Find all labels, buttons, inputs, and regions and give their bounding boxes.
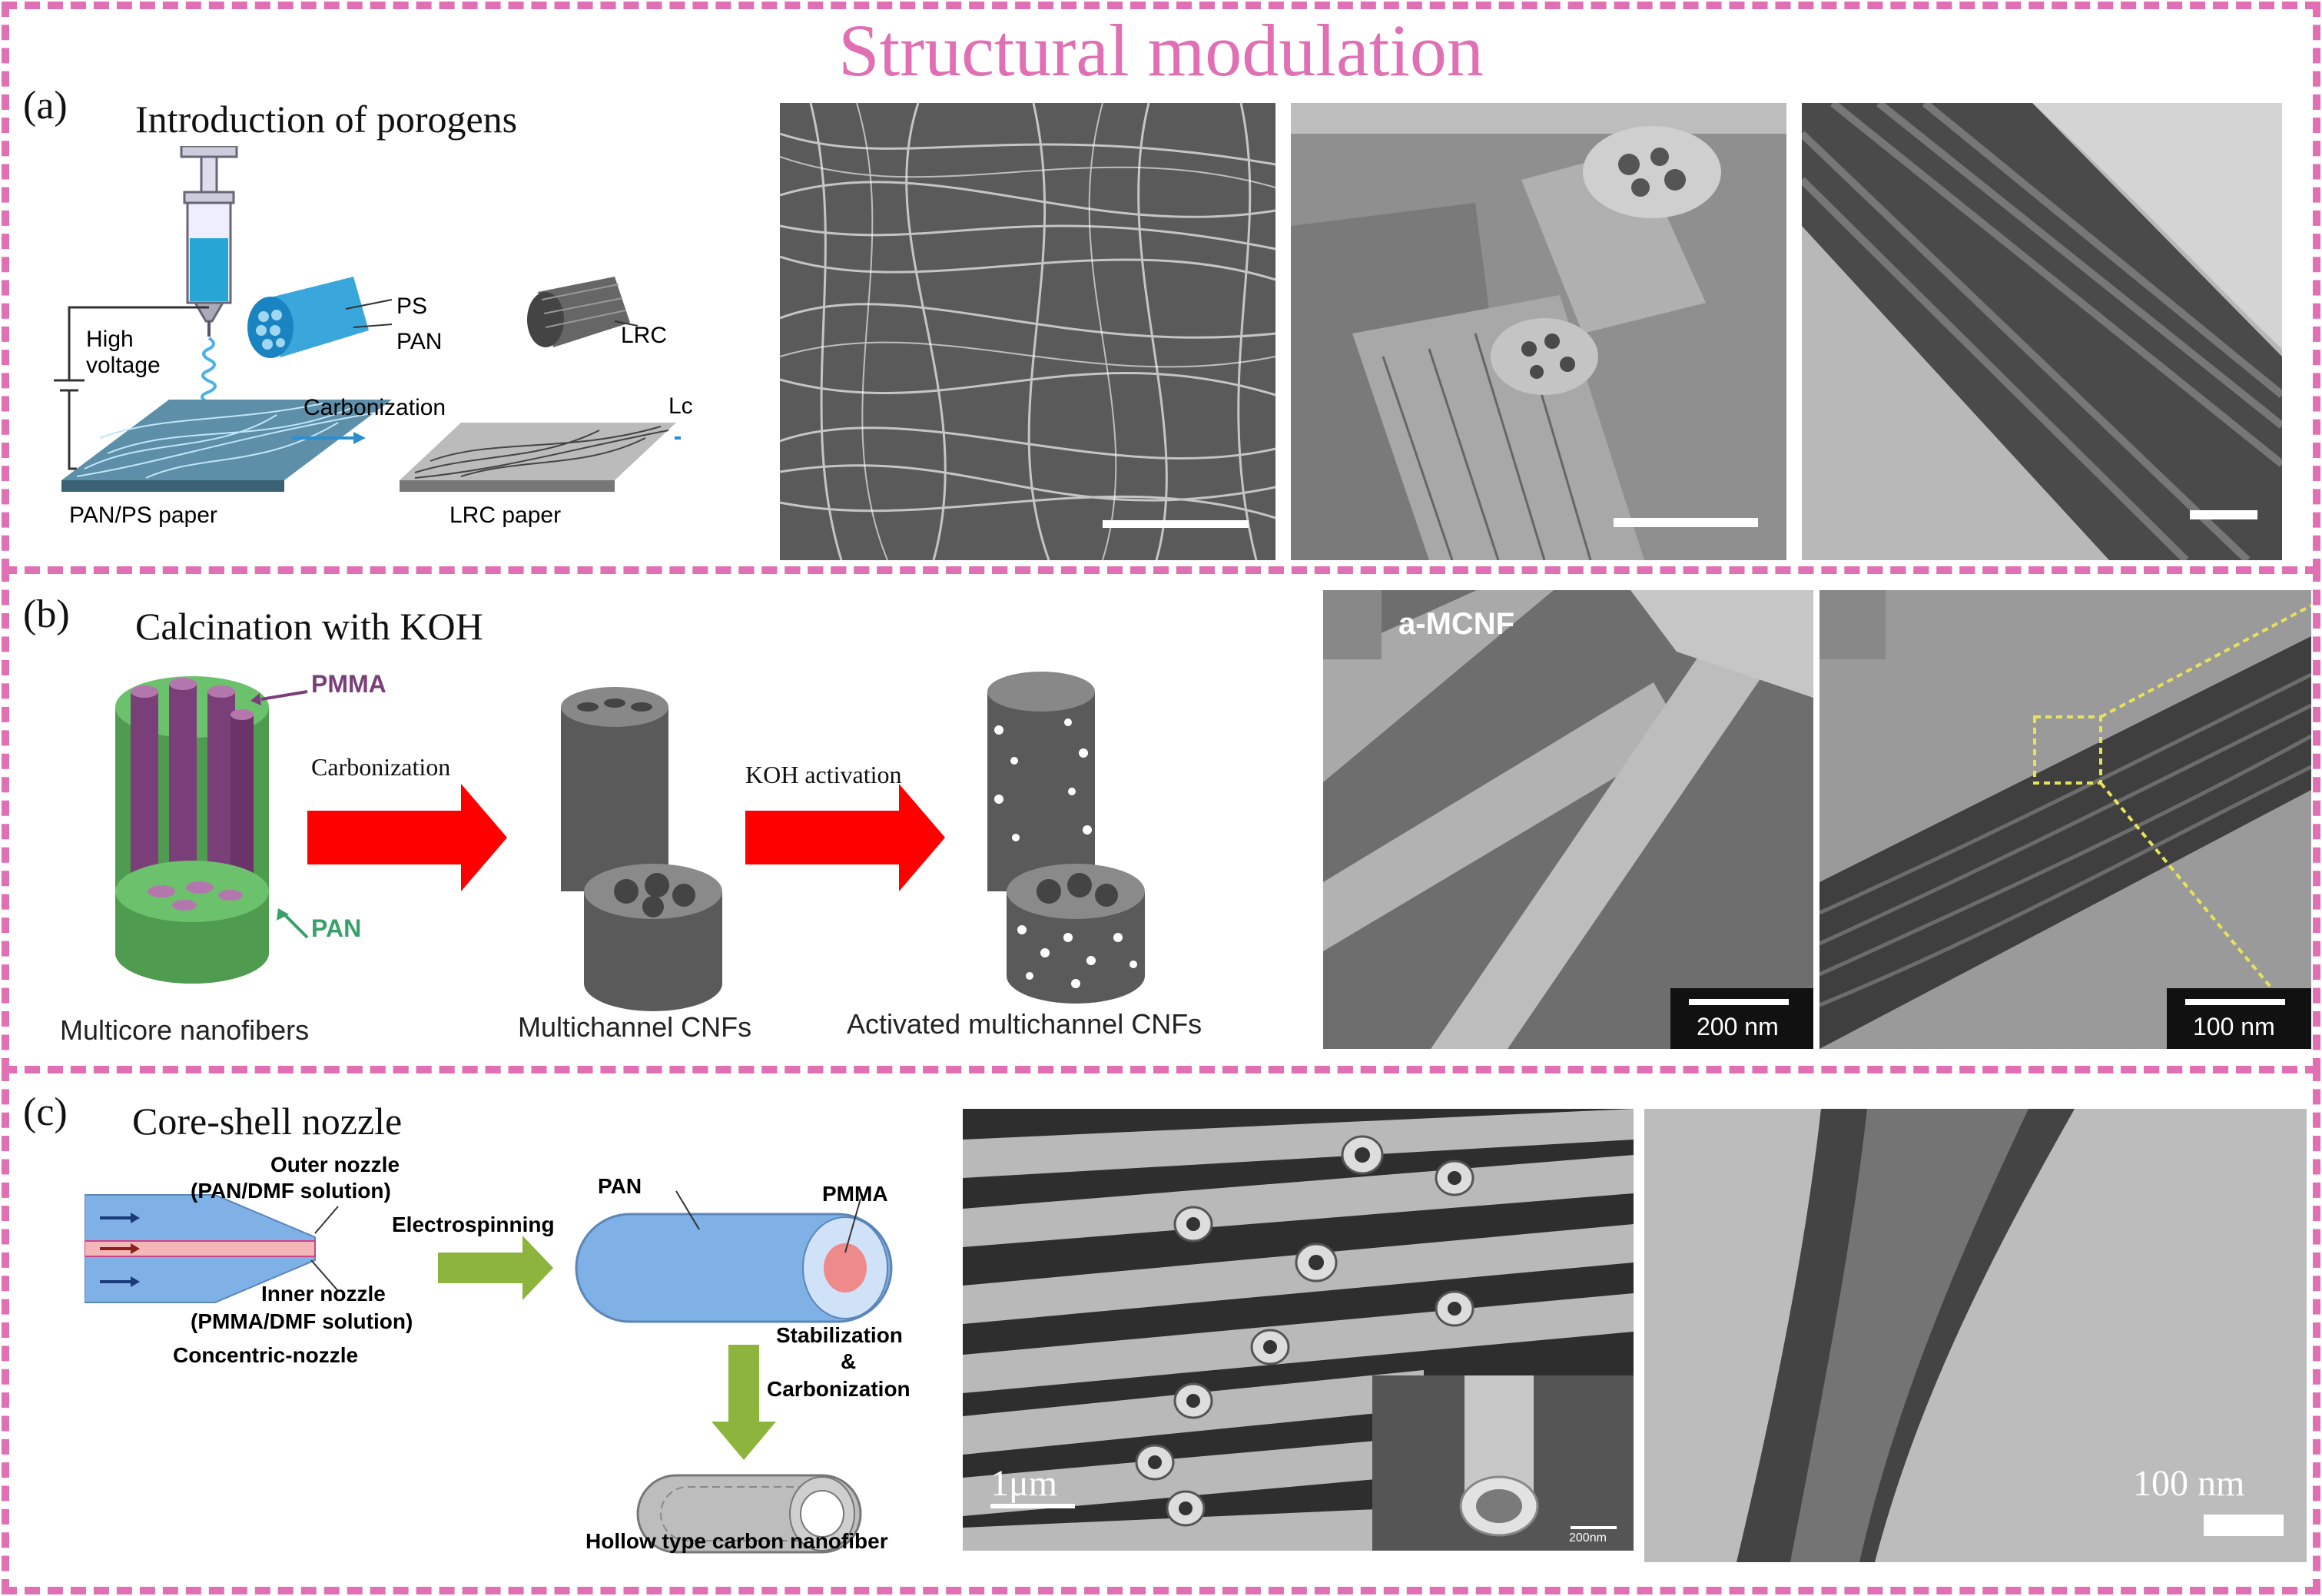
tem-image-hollow-fiber: 100 nm bbox=[1644, 1109, 2307, 1562]
figure-title: Structural modulation bbox=[838, 9, 1484, 91]
panel-a-label: (a) bbox=[23, 84, 68, 128]
scale-box bbox=[2167, 988, 2311, 1049]
scale-bar bbox=[1571, 1526, 1617, 1529]
lc-cut-label: Lc bbox=[668, 393, 693, 419]
scale-bar bbox=[2185, 999, 2285, 1005]
scale-label-100nm-c: 100 nm bbox=[2133, 1463, 2245, 1504]
label-box bbox=[1323, 590, 1382, 659]
carbonization-label-a: Carbonization bbox=[304, 395, 446, 420]
hollow-fiber-label: Hollow type carbon nanofiber bbox=[585, 1529, 888, 1553]
pmma-label-c: PMMA bbox=[822, 1182, 888, 1206]
sem-image-a-mcnf: a-MCNF 200 nm bbox=[1323, 590, 1813, 1049]
electrospinning-schematic bbox=[54, 146, 681, 492]
syringe-icon bbox=[180, 146, 238, 337]
activated-cnf-icon bbox=[987, 672, 1145, 1004]
multichannel-cnf-icon bbox=[561, 687, 722, 1011]
tem-image-channels bbox=[1802, 103, 2282, 560]
scale-bar bbox=[2204, 1515, 2284, 1536]
scale-bar bbox=[1103, 520, 1249, 528]
pan-ps-paper bbox=[61, 400, 392, 492]
scale-label-1um: 1μm bbox=[990, 1463, 1058, 1504]
arrow-down-icon bbox=[712, 1345, 776, 1460]
panel-b-title: Calcination with KOH bbox=[135, 605, 483, 648]
lrc-bundle-icon bbox=[527, 277, 630, 347]
pan-ps-paper-label: PAN/PS paper bbox=[69, 503, 217, 528]
concentric-nozzle-icon bbox=[85, 1194, 316, 1303]
label-box bbox=[1819, 590, 1886, 659]
hollow-fiber-icon bbox=[636, 1474, 862, 1554]
scale-bar bbox=[1614, 518, 1758, 527]
lrc-paper-label: LRC paper bbox=[449, 503, 562, 528]
arrow-right-icon bbox=[307, 784, 507, 891]
caption-multichannel: Multichannel CNFs bbox=[518, 1011, 752, 1043]
ampersand-label: & bbox=[841, 1349, 857, 1373]
concentric-nozzle-label: Concentric-nozzle bbox=[173, 1343, 359, 1367]
panel-b-label: (b) bbox=[23, 592, 70, 636]
panel-c-frame bbox=[2, 1066, 2320, 1594]
scale-bar bbox=[990, 1504, 1075, 1508]
tem-image-a-mcnf: 100 nm bbox=[1819, 590, 2311, 1049]
pan-label-a: PAN bbox=[396, 329, 443, 354]
pan-label-b: PAN bbox=[311, 914, 362, 942]
multichannel-schematic bbox=[115, 672, 1145, 1011]
panel-c-title: Core-shell nozzle bbox=[132, 1100, 403, 1143]
carbonization-label-c: Carbonization bbox=[767, 1377, 911, 1401]
sem-inset: 200nm bbox=[1372, 1375, 1634, 1551]
electrospinning-label: Electrospinning bbox=[392, 1213, 555, 1236]
high-voltage-label: High voltage bbox=[86, 327, 161, 378]
sem-image-broken-fiber bbox=[1291, 103, 1786, 560]
scale-box bbox=[1670, 988, 1813, 1049]
carbonization-label-b: Carbonization bbox=[311, 753, 451, 781]
outer-nozzle-label: Outer nozzle bbox=[270, 1153, 400, 1176]
scale-label-100nm: 100 nm bbox=[2193, 1013, 2275, 1040]
stabilization-label: Stabilization bbox=[776, 1323, 903, 1347]
inner-solution-label: (PMMA/DMF solution) bbox=[191, 1309, 413, 1333]
scale-label-200nm: 200 nm bbox=[1697, 1013, 1779, 1040]
panel-c-label: (c) bbox=[23, 1090, 68, 1134]
caption-multicore: Multicore nanofibers bbox=[60, 1014, 310, 1046]
arrow-right-icon bbox=[438, 1236, 553, 1300]
coaxial-schematic bbox=[85, 1190, 893, 1554]
scale-label-200nm-inset: 200nm bbox=[1569, 1531, 1607, 1545]
fiber-bundle-icon bbox=[247, 277, 369, 358]
lrc-label: LRC bbox=[621, 323, 668, 348]
multicore-nanofiber-icon bbox=[115, 676, 269, 984]
caption-activated: Activated multichannel CNFs bbox=[847, 1008, 1202, 1040]
a-mcnf-label: a-MCNF bbox=[1398, 607, 1515, 641]
scale-bar bbox=[1689, 999, 1789, 1005]
koh-activation-label: KOH activation bbox=[745, 761, 902, 788]
arrow-right-icon bbox=[745, 784, 945, 891]
scale-bar bbox=[2190, 510, 2257, 519]
pan-label-c: PAN bbox=[598, 1174, 642, 1198]
sem-image-hollow-fibers: 200nm 1μm bbox=[963, 1109, 1634, 1551]
coaxial-fiber-icon bbox=[575, 1213, 893, 1323]
ps-label: PS bbox=[396, 294, 428, 319]
panel-a-title: Introduction of porogens bbox=[135, 98, 518, 141]
pmma-label-b: PMMA bbox=[311, 670, 386, 698]
inner-nozzle-label: Inner nozzle bbox=[261, 1282, 386, 1306]
outer-solution-label: (PAN/DMF solution) bbox=[191, 1179, 391, 1203]
sem-image-fibers bbox=[780, 103, 1275, 560]
lrc-paper bbox=[400, 423, 676, 492]
